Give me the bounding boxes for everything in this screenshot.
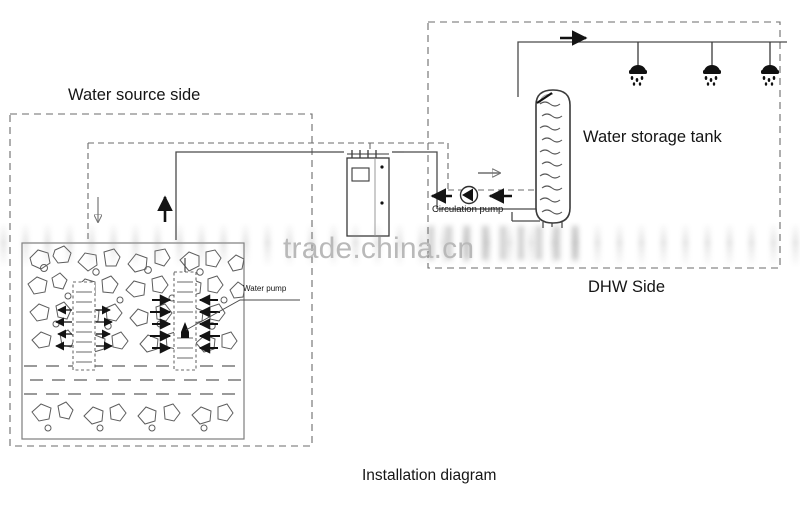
heat-pump-unit[interactable] bbox=[346, 150, 390, 237]
injection-well bbox=[55, 281, 113, 371]
shower-head[interactable] bbox=[703, 42, 721, 86]
diagram-caption: Installation diagram bbox=[362, 467, 497, 484]
watermark-text: trade.china.cn bbox=[283, 232, 475, 265]
source-pipe-network bbox=[175, 151, 404, 240]
water-storage-tank[interactable] bbox=[535, 89, 571, 228]
source-control-dashed-line bbox=[87, 142, 449, 240]
water-source-zone bbox=[9, 113, 313, 447]
dhw-control-dashed-line bbox=[369, 143, 540, 191]
shower-head[interactable] bbox=[629, 42, 647, 86]
circulation-pump-label: Circulation pump bbox=[432, 204, 504, 215]
water-pump-label: Water pump bbox=[243, 284, 287, 293]
water-pump-callout-leader bbox=[185, 299, 300, 331]
water-source-side-label: Water source side bbox=[68, 86, 201, 104]
dhw-zone bbox=[427, 21, 781, 269]
water-storage-tank-label: Water storage tank bbox=[583, 128, 722, 146]
ground-water-well bbox=[21, 242, 300, 440]
shower-head[interactable] bbox=[761, 42, 779, 86]
dhw-pipe-network bbox=[404, 41, 787, 222]
circulation-pump[interactable] bbox=[459, 185, 479, 205]
dhw-side-label: DHW Side bbox=[588, 278, 666, 296]
extraction-well bbox=[150, 258, 220, 371]
